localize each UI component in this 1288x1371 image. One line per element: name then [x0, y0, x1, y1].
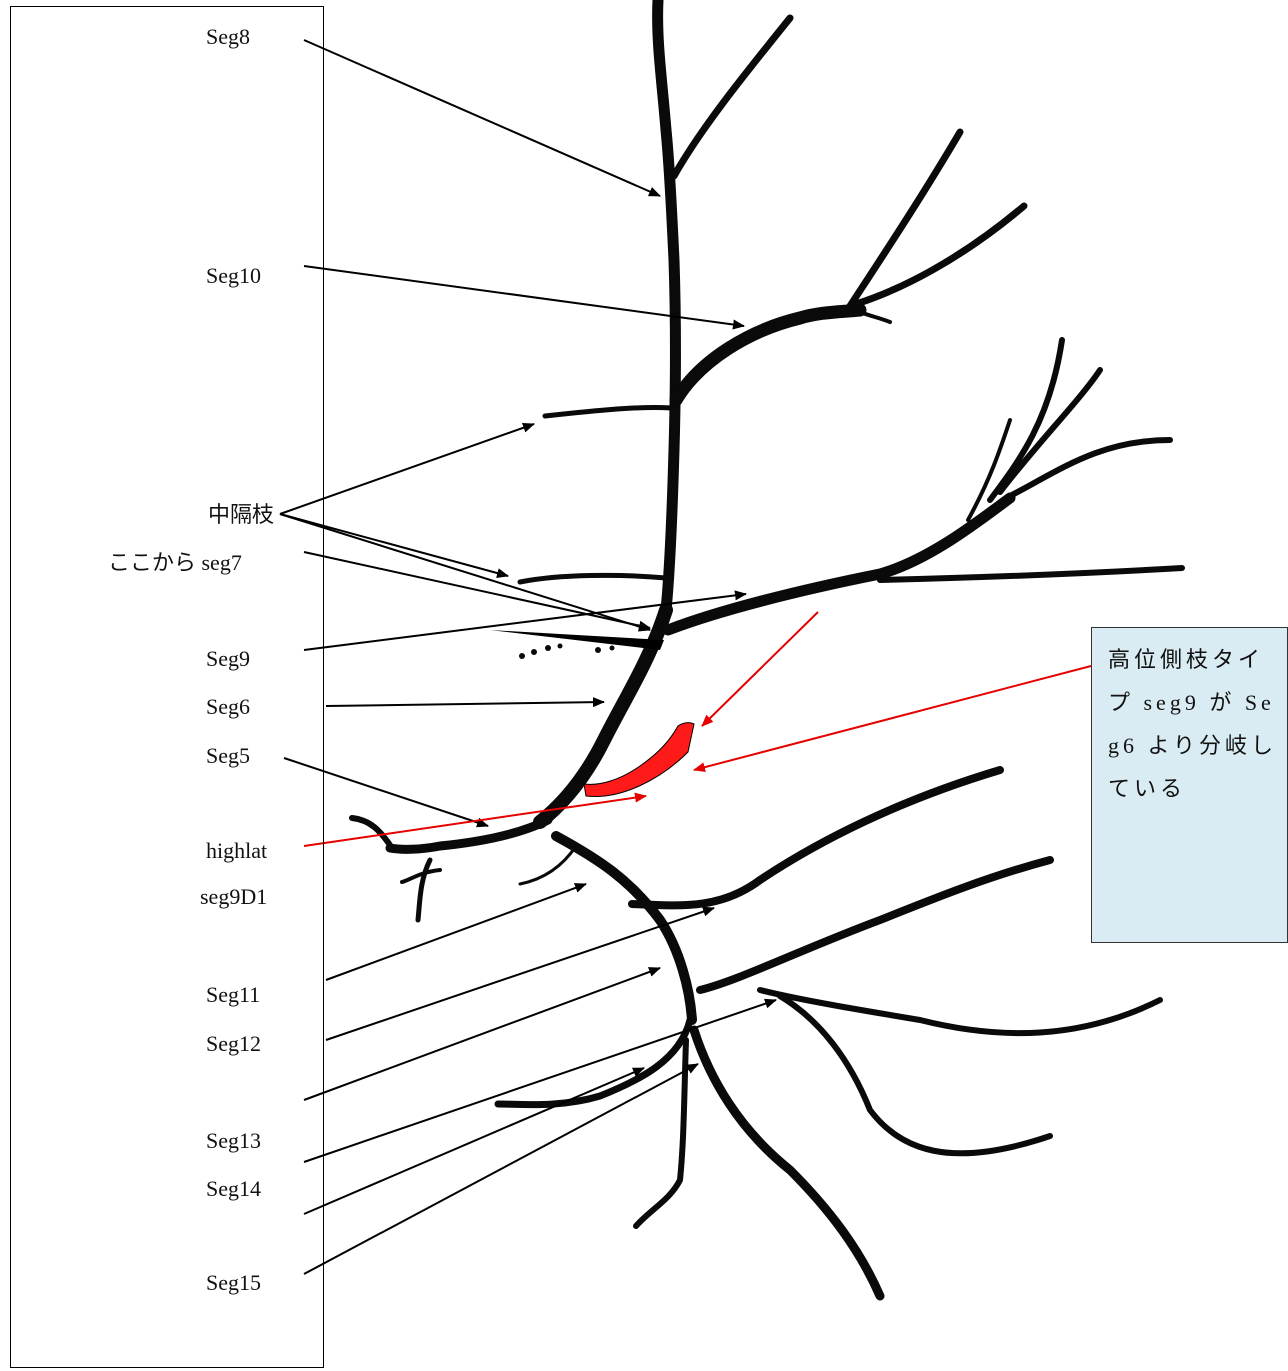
arrow-seg14: [303, 1067, 645, 1215]
leader-arrows: [279, 39, 777, 1275]
seg12-obtuse-marginal: [628, 766, 1004, 910]
label-seg13: Seg13: [206, 1128, 261, 1153]
note-text: 高位側枝タイプ seg9 が Seg6 より分岐している: [1108, 647, 1278, 801]
high-lateral-highlight: [303, 611, 1092, 847]
septal-branch-lower: [517, 572, 669, 585]
seg5-left-main: [385, 815, 553, 854]
lcx-trunk: [551, 831, 697, 1025]
contrast-dots: [519, 643, 615, 659]
note-callout-box: 高位側枝タイプ seg9 が Seg6 より分岐している: [1091, 627, 1288, 943]
seg14-branch: [494, 1016, 694, 1109]
seg10-branch: [669, 303, 867, 407]
label-seg9d1: seg9D1: [200, 884, 268, 909]
label-seg14: Seg14: [206, 1176, 261, 1201]
label-highlat: highlat: [206, 838, 268, 863]
arrow-seg6: [325, 697, 605, 708]
arrow-seg13-a: [303, 967, 661, 1101]
arrow-seg7: [303, 551, 651, 631]
arrow-seg5: [283, 757, 489, 828]
diagonal-upper-branch: [670, 14, 794, 180]
highlat-red-arc: [583, 722, 695, 798]
arrow-septal-2: [279, 513, 509, 578]
seg13-branch: [696, 856, 1054, 994]
label-seg5: Seg5: [206, 743, 250, 768]
arrow-seg10: [303, 265, 745, 330]
arrow-seg13-b: [303, 998, 777, 1163]
arrow-seg7-wedge: [490, 630, 664, 650]
arrow-seg9: [303, 590, 747, 651]
seg6-trunk: [533, 603, 673, 829]
coronary-vessel-tree: [349, 0, 1185, 1301]
red-arrow-from-seg9: [701, 611, 819, 727]
seg9-diagonal: [662, 492, 1016, 636]
label-seg9: Seg9: [206, 646, 250, 671]
red-arrow-from-note: [693, 665, 1092, 773]
arrow-seg8: [303, 39, 661, 197]
septal-branch-upper: [542, 404, 675, 419]
label-panel: [10, 6, 324, 1368]
seg15-branch: [689, 1025, 885, 1301]
arrow-seg12: [325, 906, 715, 1041]
label-seg10: Seg10: [206, 263, 261, 288]
label-seg8: Seg8: [206, 24, 250, 49]
seg8-trunk-top: [652, 0, 681, 616]
label-septal-branch: 中隔枝: [208, 502, 275, 527]
label-seg12: Seg12: [206, 1031, 261, 1056]
label-seg11: Seg11: [206, 982, 261, 1007]
red-arrow-highlat: [303, 792, 647, 847]
label-seg15: Seg15: [206, 1270, 261, 1295]
label-from-here-seg7: ここから seg7: [108, 550, 242, 575]
arrow-seg15: [303, 1063, 699, 1275]
arrow-septal-3: [279, 513, 651, 632]
arrow-seg11: [325, 883, 587, 981]
label-seg6: Seg6: [206, 694, 250, 719]
arrow-septal-1: [279, 422, 535, 515]
